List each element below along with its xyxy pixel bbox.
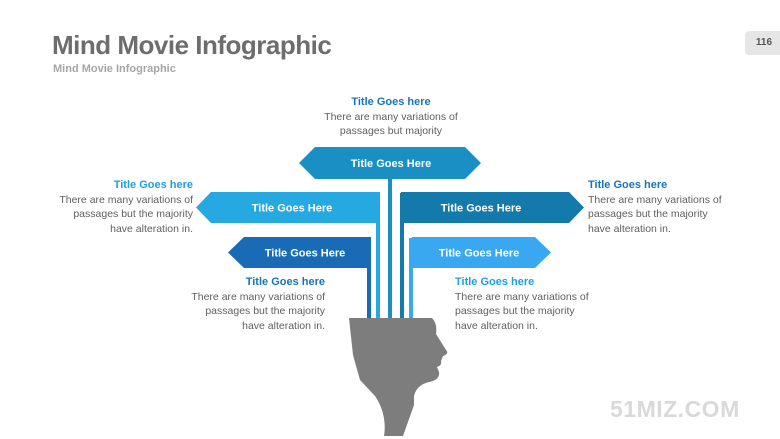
text-block-title: Title Goes here: [113, 179, 193, 191]
stem-top: [388, 150, 392, 320]
arrow-mid-left-label: Title Goes Here: [252, 203, 333, 215]
text-block-top: Title Goes here There are many variation…: [302, 95, 480, 139]
text-block-line: There are many variations of: [191, 290, 325, 303]
stem-mid-left: [376, 193, 380, 320]
page-number-badge: 116: [745, 31, 780, 55]
arrow-low-left-label: Title Goes Here: [265, 248, 346, 260]
stem-low-left: [367, 238, 371, 320]
text-block-line: have alteration in.: [242, 319, 325, 332]
page-title: Mind Movie Infographic: [52, 30, 332, 60]
text-block-line: passages but majority: [339, 125, 443, 137]
text-block-low-right: Title Goes here There are many variation…: [455, 275, 625, 333]
watermark: 51MIZ.COM: [610, 396, 740, 422]
text-block-mid-right: Title Goes here There are many variation…: [588, 178, 758, 236]
text-block-low-left: Title Goes here There are many variation…: [172, 275, 325, 333]
page-subtitle: Mind Movie Infographic: [53, 63, 176, 75]
stem-low-right: [409, 238, 413, 320]
head-silhouette-icon: [349, 318, 448, 436]
arrow-top-label: Title Goes Here: [351, 158, 432, 170]
text-block-line: passages but the majority: [73, 208, 193, 220]
arrow-low-right-label: Title Goes Here: [439, 248, 520, 260]
text-block-title: Title Goes here: [455, 276, 535, 288]
arrow-mid-right-label: Title Goes Here: [441, 203, 522, 215]
text-block-line: passages but the majority: [588, 208, 708, 220]
arrow-mid-left: [196, 192, 380, 223]
arrow-low-left: [228, 237, 371, 268]
text-block-mid-left: Title Goes here There are many variation…: [40, 178, 193, 236]
text-block-title: Title Goes here: [245, 276, 325, 288]
text-block-line: There are many variations of: [455, 290, 589, 303]
arrow-top: [299, 147, 481, 179]
text-block-line: have alteration in.: [588, 222, 671, 235]
arrow-low-right: [412, 237, 551, 268]
text-block-line: There are many variations of: [588, 193, 722, 206]
text-block-line: passages but the majority: [455, 305, 575, 317]
text-block-title: Title Goes here: [588, 179, 668, 191]
text-block-line: There are many variations of: [324, 110, 458, 123]
text-block-line: passages but the majority: [205, 305, 325, 317]
text-block-line: have alteration in.: [455, 319, 538, 332]
text-block-title: Title Goes here: [351, 96, 431, 108]
text-block-line: have alteration in.: [110, 222, 193, 235]
text-block-line: There are many variations of: [59, 193, 193, 206]
arrow-mid-right: [401, 192, 584, 223]
stem-mid-right: [400, 193, 404, 320]
